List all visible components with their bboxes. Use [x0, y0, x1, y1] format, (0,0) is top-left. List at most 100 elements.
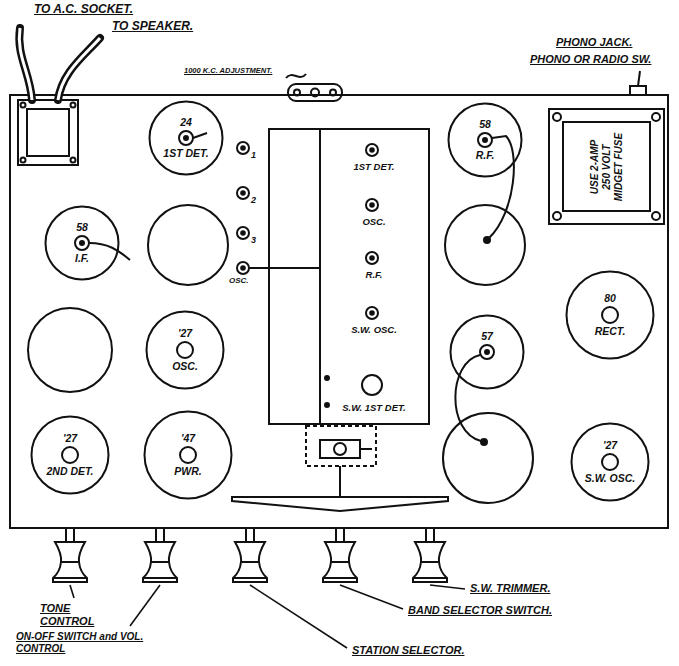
text-slot: 57: [449, 314, 525, 343]
trimmer-strap: [249, 267, 320, 269]
text-slot: '27: [570, 422, 650, 452]
empty-socket: [148, 205, 228, 285]
transformer: [18, 100, 78, 165]
text-slot: '47: [143, 410, 233, 445]
tube-socket-outline: [148, 100, 224, 176]
grid-wire: [89, 243, 130, 260]
control-label: BAND SELECTOR SWITCH.: [408, 604, 552, 617]
text-slot: RECT.: [565, 325, 655, 360]
trimmer-screw: [370, 311, 374, 315]
trimmer-screw: [241, 266, 245, 270]
trimmer-label: OSC.: [229, 276, 249, 286]
tube-socket: '27 2ND DET.: [30, 415, 110, 495]
text-slot: OSC.: [229, 276, 249, 286]
grid-clip: [193, 133, 207, 138]
screw: [553, 212, 561, 220]
text-slot: 1ST DET.: [322, 161, 426, 172]
socket-ring: [147, 312, 224, 389]
speaker-cable-core: [58, 38, 100, 100]
phono-jack: [630, 86, 646, 95]
text-slot: R.F.: [447, 149, 523, 178]
leader-line: [250, 585, 347, 648]
text-slot: 24: [148, 100, 224, 129]
text-slot: PHONO OR RADIO SW.: [530, 53, 651, 66]
callout-number: 2: [251, 195, 256, 206]
screw: [553, 113, 561, 121]
text-slot: PHONO JACK.: [556, 36, 632, 49]
trimmer-label: R.F.: [322, 269, 426, 280]
trimmer-label: OSC.: [322, 216, 426, 227]
tube-number: '27: [63, 432, 77, 445]
text-slot: 1ST DET.: [148, 147, 224, 176]
empty-socket: [28, 308, 112, 392]
dial-lever: [360, 448, 372, 450]
tube-function: R.F.: [476, 149, 495, 162]
text-slot: 58: [447, 102, 523, 131]
socket-ring: [32, 417, 109, 494]
leader-line: [130, 585, 160, 626]
tube-function: S.W. OSC.: [585, 472, 636, 485]
text-slot: ON-OFF SWITCH and VOL. CONTROL: [16, 631, 156, 655]
tube-cap: [478, 133, 492, 147]
control-label: TONE CONTROL: [40, 602, 112, 628]
ac-cable: [19, 28, 32, 100]
text-slot: I.F.: [44, 252, 120, 281]
leader-line: [70, 585, 74, 598]
rivet: [325, 376, 329, 380]
tube-socket-outline: [570, 422, 650, 502]
tube-socket: 80RECT.: [565, 270, 655, 360]
tube-cap: [480, 345, 494, 359]
tube-cap-dot: [485, 350, 489, 354]
text-slot: '27: [145, 310, 225, 340]
tube-function: 2ND DET.: [46, 465, 93, 478]
tube-socket-outline: [565, 270, 655, 360]
text-slot: BAND SELECTOR SWITCH.: [408, 604, 552, 617]
tube-cap: [75, 236, 89, 250]
dial-drum: [320, 440, 360, 458]
fuse-plate: [563, 122, 650, 211]
trimmer-label: S.W. OSC.: [322, 324, 426, 335]
text-slot: S.W. 1ST DET.: [322, 402, 426, 413]
tube-cap: [179, 131, 193, 145]
speaker-cable: [58, 38, 100, 100]
leader-line: [430, 585, 465, 589]
socket-ring: [150, 102, 223, 175]
text-slot: TONE CONTROL: [40, 602, 112, 628]
tube-cap-dot: [184, 136, 188, 140]
tube-number: 57: [481, 330, 493, 343]
screw: [71, 103, 76, 108]
trimmer-hole: [366, 252, 378, 264]
socket-ring: [145, 412, 232, 499]
tube-cap-dot: [483, 138, 487, 142]
socket-ring: [567, 272, 654, 359]
text-slot: S.W. OSC.: [322, 324, 426, 335]
tube-cap-dot: [80, 241, 84, 245]
trimmer-label: S.W. 1ST DET.: [322, 402, 426, 413]
tube-function: I.F.: [75, 252, 89, 265]
text-slot: 58: [44, 205, 120, 234]
trimmer-hole: [237, 142, 249, 154]
tube-number: 80: [604, 292, 616, 305]
ac-cable-core: [19, 28, 32, 100]
empty-socket: [445, 205, 525, 285]
tube-number: '27: [603, 439, 617, 452]
empty-socket: [443, 413, 533, 503]
socket-ring: [46, 207, 119, 280]
trimmer-hole: [237, 227, 249, 239]
screw: [652, 113, 660, 121]
control-label: S.W. TRIMMER.: [470, 582, 550, 595]
socket-hole: [180, 447, 196, 463]
trimmer-screw: [241, 191, 245, 195]
text-slot: S.W. TRIMMER.: [470, 582, 550, 595]
screw: [652, 212, 660, 220]
tube-socket-outline: [145, 310, 225, 390]
tube-function: RECT.: [595, 325, 626, 338]
tube-number: 58: [76, 221, 88, 234]
text-slot: USE 2-AMP 250 VOLT MIDGET FUSE: [589, 131, 625, 203]
tube-socket: 57: [449, 314, 525, 390]
trimmer-screw: [370, 256, 374, 260]
lead-wire: [286, 74, 306, 78]
